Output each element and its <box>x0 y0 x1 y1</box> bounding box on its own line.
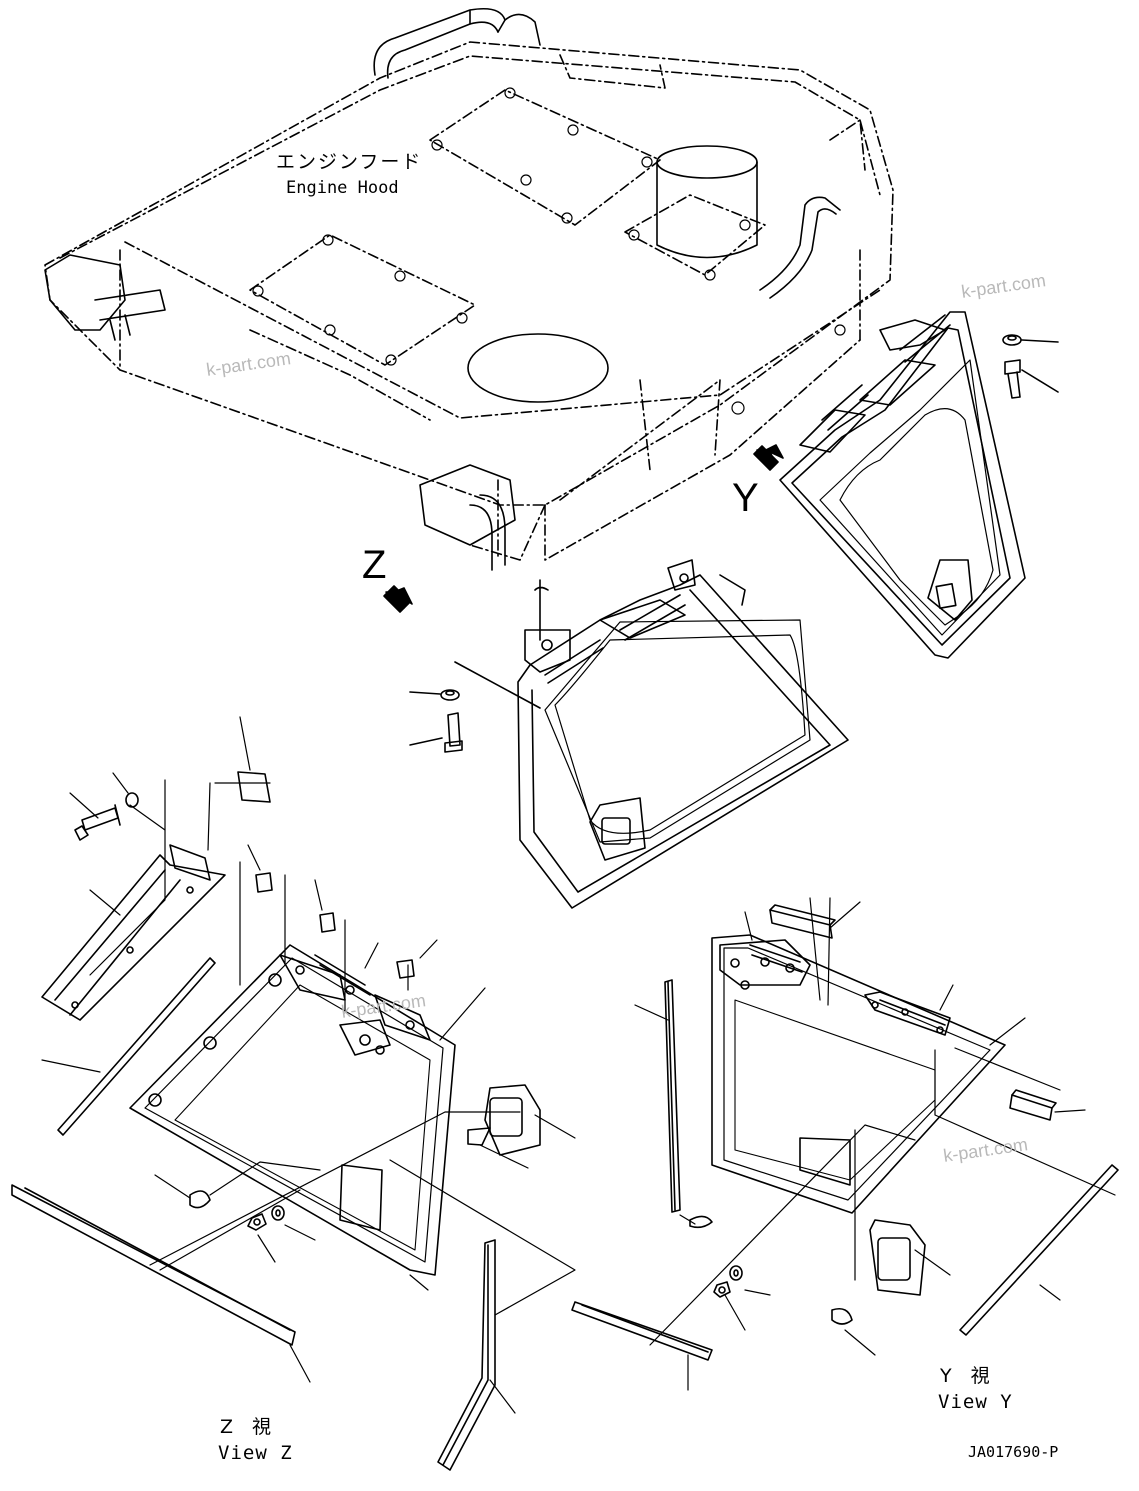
drawing-number: JA017690-P <box>968 1443 1059 1461</box>
view-z-title-jp: Z 視 <box>220 1416 272 1438</box>
hood-muffler <box>467 145 758 403</box>
view-y-title-jp: Y 視 <box>940 1365 990 1387</box>
view-y-parts <box>571 904 1119 1361</box>
door-right-upper <box>779 311 1026 659</box>
engine-hood-outline <box>44 41 894 561</box>
hood-latch-left <box>44 254 166 341</box>
view-z-door <box>129 944 456 1276</box>
view-z-leaders <box>41 716 576 1414</box>
hood-bolts <box>252 87 846 415</box>
view-z-title-en: View Z <box>218 1442 293 1464</box>
door-center-upper <box>517 559 849 909</box>
door-right-fasteners <box>1002 334 1059 399</box>
hood-grab-rails <box>373 7 841 571</box>
view-arrows <box>383 444 784 613</box>
door-center-fasteners <box>409 579 549 753</box>
view-z-parts <box>11 771 541 1471</box>
arrow-y-label: Y <box>732 476 759 520</box>
engine-hood-label-en: Engine Hood <box>286 178 399 198</box>
engine-hood-label-jp: エンジンフード <box>276 151 423 173</box>
view-y-title-en: View Y <box>938 1391 1013 1413</box>
arrow-z-label: Z <box>362 543 387 587</box>
hood-latch-right <box>419 464 516 546</box>
view-y-leaders <box>634 897 1116 1391</box>
view-y-door <box>711 934 1006 1214</box>
